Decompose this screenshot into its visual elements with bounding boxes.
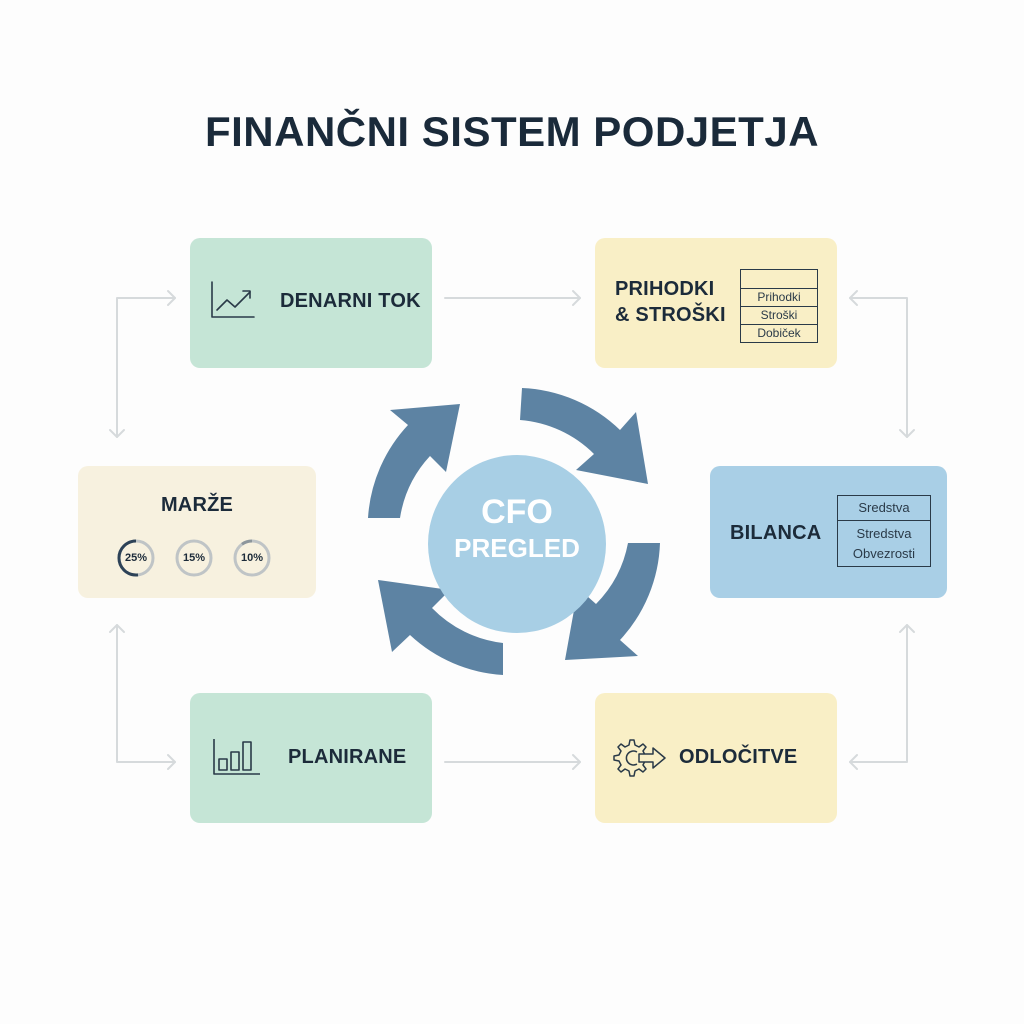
bar-chart-icon [212,737,262,782]
margin-rings: 25% 15% 10% [116,538,272,578]
cfo-overview-hub[interactable]: CFO PREGLED [428,455,606,633]
margin-value: 25% [124,552,148,564]
table-header: Sredstva [858,500,910,515]
node-income-label-line2: & STROŠKI [615,304,726,326]
cycle-arrow-bottom-right [565,543,660,660]
cycle-arrow-top-right [520,388,648,484]
node-cashflow[interactable]: DENARNI TOK [190,238,432,368]
balance-sheet-table: Sredstva Stredstva Obvezrosti [837,495,931,567]
cycle-arrow-bottom-left [378,580,503,675]
margin-ring-25: 25% [116,538,156,578]
margin-value: 15% [182,552,206,564]
node-planning[interactable]: PLANIRANE [190,693,432,823]
hub-subtitle: PREGLED [454,533,580,563]
node-income-expenses[interactable]: PRIHODKI & STROŠKI Prihodki Stroški Dobi… [595,238,837,368]
node-income-label: PRIHODKI & STROŠKI [615,276,726,328]
progress-ring-icon [233,539,271,577]
table-cell: Stredstva [856,526,912,541]
income-statement-table: Prihodki Stroški Dobiček [740,269,818,343]
diagram-title: FINANČNI SISTEM PODJETJA [204,108,820,155]
table-row: Dobiček [741,324,817,342]
table-row: Stroški [741,306,817,324]
progress-ring-icon [175,539,213,577]
node-balance-label: BILANCA [730,522,822,544]
gear-arrow-icon [613,737,669,784]
cycle-arrow-top-left [368,404,460,518]
node-balance-sheet[interactable]: BILANCA Sredstva Stredstva Obvezrosti [710,466,947,598]
node-margins-label: MARŽE [160,494,234,516]
margin-ring-15: 15% [174,538,214,578]
progress-ring-icon [117,539,155,577]
node-planning-label: PLANIRANE [288,746,407,768]
line-chart-icon [210,280,256,325]
table-row: Prihodki [741,288,817,306]
margin-ring-10: 10% [232,538,272,578]
node-income-label-line1: PRIHODKI [615,278,715,300]
table-cell: Obvezrosti [852,546,916,561]
node-cashflow-label: DENARNI TOK [280,290,421,312]
node-margins[interactable]: MARŽE 25% 15% 10% [78,466,316,598]
hub-title: CFO [481,493,553,531]
connector-left-top [116,297,176,438]
node-decisions-label: ODLOČITVE [679,746,798,768]
table-row [741,270,817,288]
margin-value: 10% [240,552,264,564]
table-row: Stredstva Obvezrosti [838,520,930,566]
node-decisions[interactable]: ODLOČITVE [595,693,837,823]
